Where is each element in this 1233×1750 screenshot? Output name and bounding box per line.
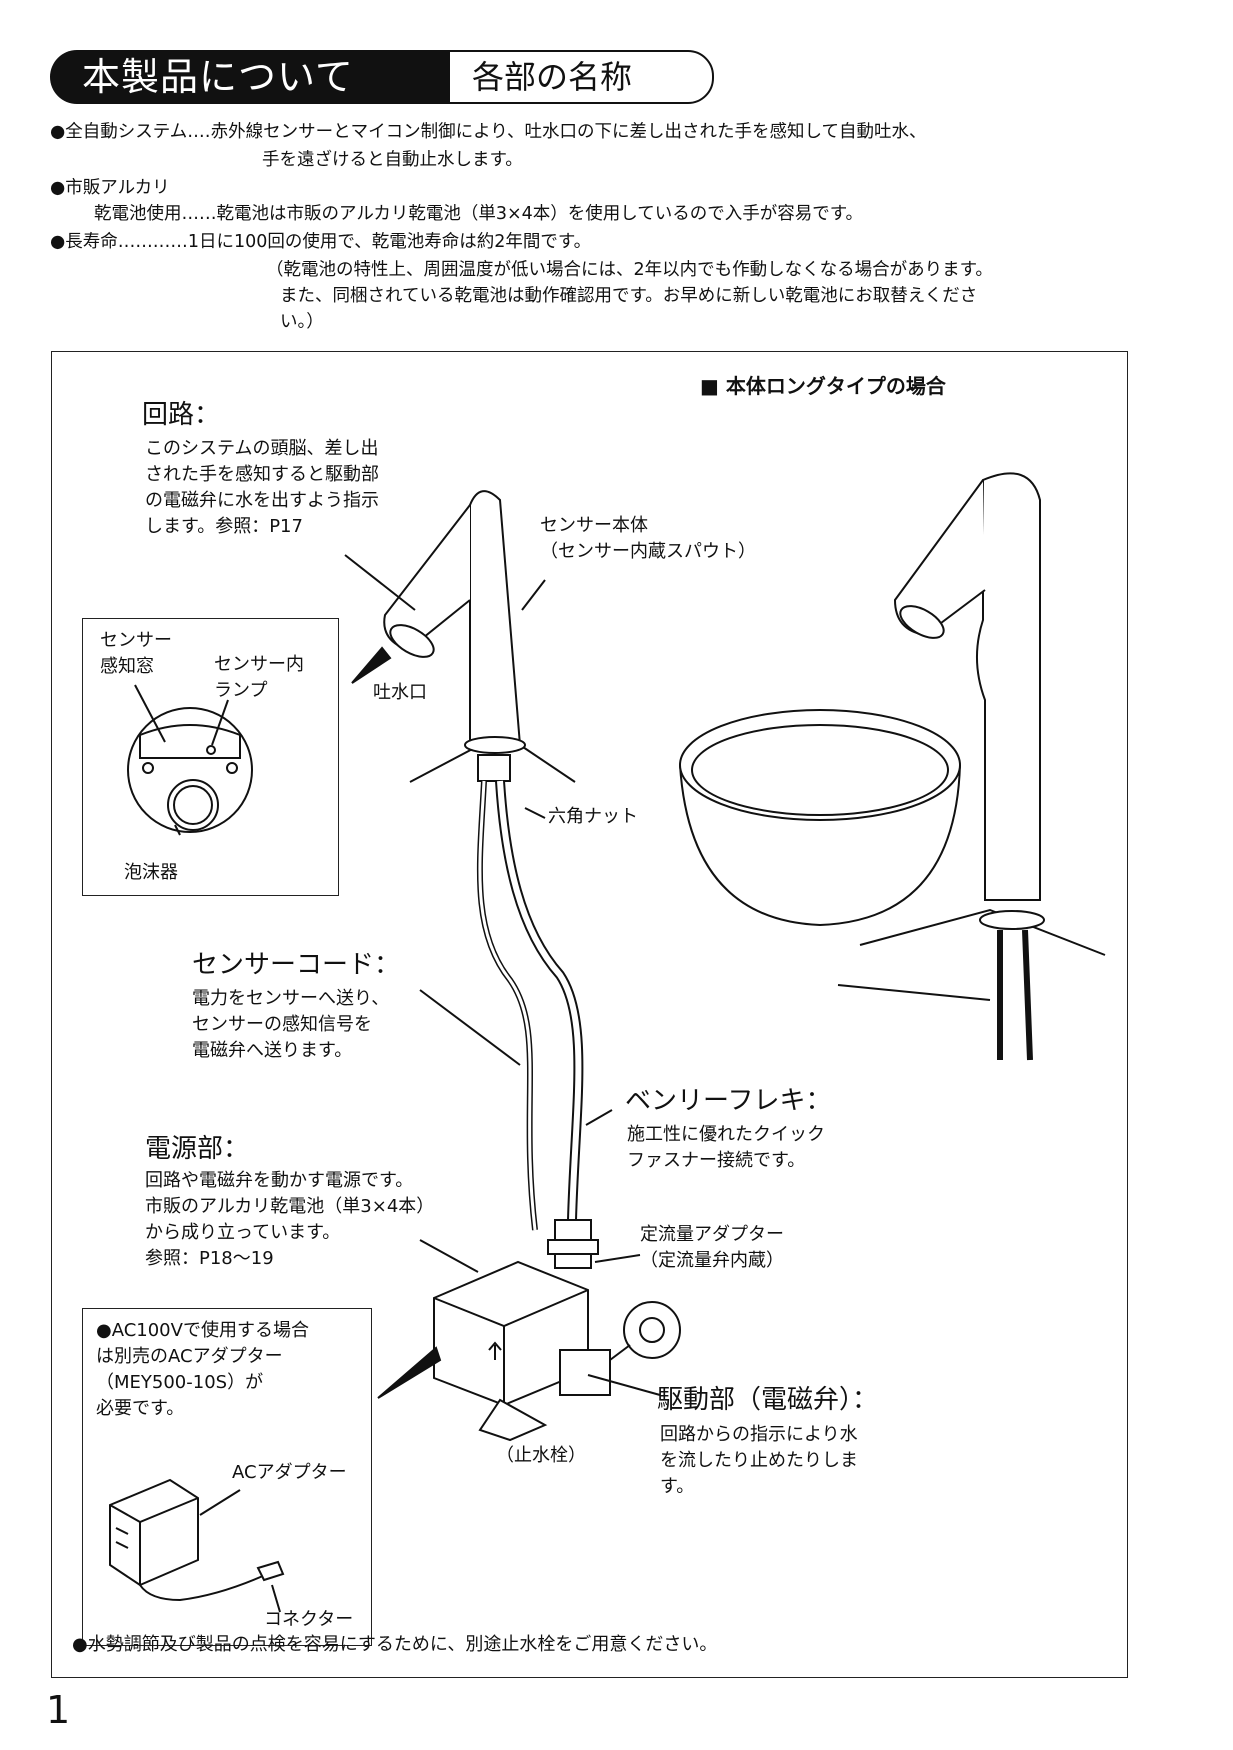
feature-longevity-note-1: （乾電池の特性上、周囲温度が低い場合には、2年以内でも作動しなくなる場合がありま… [266, 260, 993, 280]
section-title: 本製品について [50, 50, 450, 104]
drive-unit-title: 駆動部（電磁弁）： [657, 1385, 879, 1415]
feature-battery: 乾電池使用‥‥‥乾電池は市販のアルカリ乾電池（単3×4本）を使用しているので入手… [94, 204, 863, 224]
main-spout [469, 490, 522, 746]
sensor-inset [82, 618, 339, 896]
feature-auto-system: ●全自動システム‥‥赤外線センサーとマイコン制御により、吐水口の下に差し出された… [50, 122, 927, 142]
sensor-cord-text: 電力をセンサーへ送り、 センサーの感知信号を 電磁弁へ送ります。 [192, 988, 390, 1061]
feature-auto-system-cont: 手を遠ざけると自動止水します。 [262, 150, 523, 170]
stop-valve-label: （止水栓） [496, 1445, 586, 1466]
feature-longevity: ●長寿命‥‥‥‥‥‥1日に100回の使用で、乾電池寿命は約2年間です。 [50, 232, 592, 252]
sensor-cord-title: センサーコード： [192, 950, 401, 980]
feature-longevity-note-3: い。） [280, 312, 324, 332]
spout-outlet-label: 吐水口 [373, 682, 427, 703]
connector-label: コネクター [264, 1609, 354, 1630]
circuit-title: 回路： [142, 400, 221, 430]
hex-nut-label: 六角ナット [548, 806, 638, 827]
ac-note: ●AC100Vで使用する場合 は別売のACアダプター （MEY500-10S）が… [96, 1320, 309, 1419]
feature-longevity-note-2: また、同梱されている乾電池は動作確認用です。お早めに新しい乾電池にお取替えくださ [280, 286, 978, 306]
flow-adapter-label: 定流量アダプター （定流量弁内蔵） [640, 1224, 784, 1271]
section-subtitle: 各部の名称 [448, 50, 714, 104]
circuit-text: このシステムの頭脳、差し出 された手を感知すると駆動部 の電磁弁に水を出すよう指… [145, 438, 379, 537]
benri-flexi [495, 780, 584, 1221]
diagram-frame [51, 351, 1128, 1678]
aerator-label: 泡沫器 [124, 862, 178, 883]
long-type-note: ■ 本体ロングタイプの場合 [700, 374, 946, 398]
sensor-window-label: センサー 感知窓 [100, 630, 172, 677]
feature-battery-label: ●市販アルカリ [50, 178, 170, 198]
drive-unit-text: 回路からの指示により水 を流したり止めたりしま す。 [660, 1424, 858, 1497]
power-unit-title: 電源部： [145, 1134, 250, 1164]
sensor-lamp-label: センサー内 ランプ [214, 654, 304, 701]
benri-flexi-title: ベンリーフレキ： [625, 1086, 832, 1116]
page-number: 1 [46, 1688, 71, 1732]
benri-flexi-text: 施工性に優れたクイック ファスナー接続です。 [627, 1124, 825, 1171]
sensor-body-label: センサー本体 （センサー内蔵スパウト） [540, 515, 756, 562]
power-unit-text: 回路や電磁弁を動かす電源です。 市販のアルカリ乾電池（単3×4本） から成り立っ… [145, 1170, 435, 1269]
bottom-note: ●水勢調節及び製品の点検を容易にするために、別途止水栓をご用意ください。 [72, 1634, 718, 1655]
ac-adapter-label: ACアダプター [232, 1462, 347, 1483]
long-spout [976, 472, 1041, 901]
ac-adapter-inset [82, 1308, 372, 1646]
